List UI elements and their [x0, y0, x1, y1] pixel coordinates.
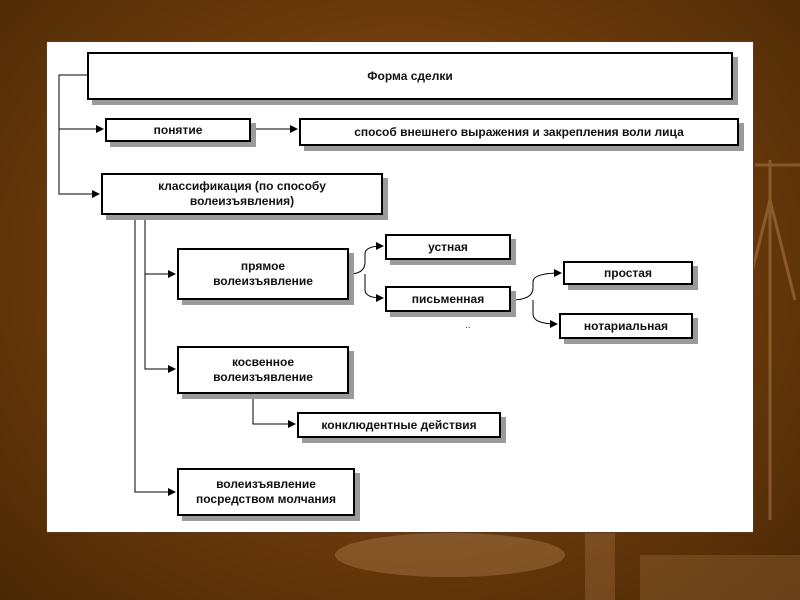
node-title: Форма сделки [87, 52, 733, 100]
node-oral: устная [385, 234, 511, 260]
node-definition: способ внешнего выражения и закрепления … [299, 118, 739, 146]
node-silence: волеизъявление посредством молчания [177, 468, 355, 516]
node-conclusive: конклюдентные действия [297, 412, 501, 438]
node-written: письменная [385, 286, 511, 312]
node-simple: простая [563, 261, 693, 285]
node-classification: классификация (по способу волеизъявления… [101, 173, 383, 215]
node-direct: прямое волеизъявление [177, 248, 349, 300]
node-notarial: нотариальная [559, 313, 693, 339]
stray-mark: .. [465, 320, 471, 331]
connector-lines [58, 74, 562, 496]
node-indirect: косвенное волеизъявление [177, 346, 349, 394]
node-concept: понятие [105, 118, 251, 142]
diagram-panel: Форма сделки понятие способ внешнего выр… [46, 41, 754, 533]
